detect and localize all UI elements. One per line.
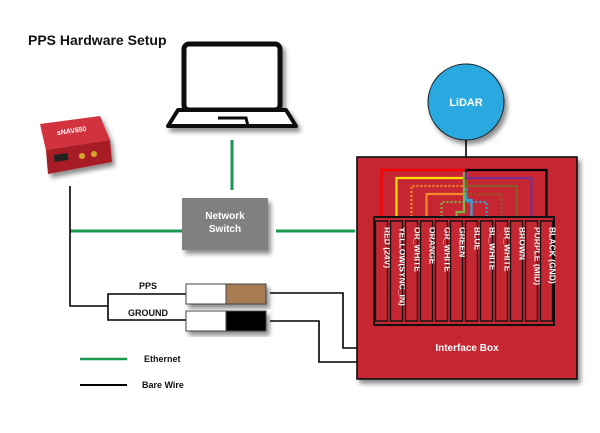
pin-label: BLUE xyxy=(473,227,483,250)
legend-bare-wire-label: Bare Wire xyxy=(142,380,184,390)
pin-slot xyxy=(404,220,419,322)
pin-label: BL_WHITE xyxy=(488,227,498,271)
pin-label: RED (24V) xyxy=(383,227,393,268)
pin-slot xyxy=(539,220,554,322)
connector-label-ground: GROUND xyxy=(128,308,168,318)
connector-label-pps: PPS xyxy=(139,281,157,291)
wire-ground-branch xyxy=(107,306,186,321)
interface-box-label: Interface Box xyxy=(435,343,499,354)
ground-connector-white xyxy=(185,310,227,332)
laptop-icon xyxy=(166,41,298,128)
pps-connector-white xyxy=(185,283,227,305)
ethernet-links xyxy=(70,140,355,233)
pin-label: GR_WHITE xyxy=(443,227,453,272)
pin-slot xyxy=(419,220,434,322)
gnss-body-front xyxy=(46,140,112,174)
connectors: PPS GROUND xyxy=(128,281,267,332)
pps-connector[interactable] xyxy=(185,283,267,305)
lidar-sensor[interactable]: LiDAR xyxy=(427,63,505,141)
switch-label-line2: Switch xyxy=(209,224,241,235)
pin-label: BLACK (GND) xyxy=(548,227,558,284)
lidar-wire xyxy=(464,172,533,217)
wire-pps-branch xyxy=(107,293,186,306)
pps-connector-color xyxy=(225,283,267,305)
legend: Ethernet Bare Wire xyxy=(80,354,184,390)
pin-slot xyxy=(509,220,524,322)
lidar-wire xyxy=(455,172,466,217)
pin-slot xyxy=(494,220,509,322)
pin-slot xyxy=(434,220,449,322)
wire-gnss-trunk xyxy=(69,186,108,307)
gnss-port xyxy=(53,153,69,162)
lidar-wire-bundle xyxy=(380,168,548,217)
gnss-device: sNAV650 xyxy=(40,116,112,174)
lidar-label: LiDAR xyxy=(449,97,483,109)
lidar-wire xyxy=(464,168,548,217)
pin-slot xyxy=(389,220,404,322)
pin-slot xyxy=(524,220,539,322)
switch-body xyxy=(182,198,268,250)
pin-terminal-block: RED (24V) YELLOW(SYNC_IN) OR_WHITE ORANGE GR… xyxy=(373,216,558,326)
ground-connector-color xyxy=(225,310,267,332)
pin-label: PURPLE (MID) xyxy=(533,227,543,285)
network-switch[interactable]: Network Switch xyxy=(182,198,268,250)
switch-label-line1: Network xyxy=(205,211,245,222)
diagram-title: PPS Hardware Setup xyxy=(28,32,167,48)
pin-slot xyxy=(479,220,494,322)
pin-slot xyxy=(374,220,389,322)
pin-label: OR_WHITE xyxy=(413,227,423,272)
pin-slot xyxy=(449,220,464,322)
ground-connector[interactable] xyxy=(185,310,267,332)
gnss-body-top xyxy=(40,116,110,150)
pin-label: BR_WHITE xyxy=(503,227,513,272)
pin-label: YELLOW(SYNC_IN) xyxy=(398,227,408,306)
pin-label: GREEN xyxy=(458,227,468,257)
pin-label: BROWN xyxy=(518,227,528,260)
interface-box[interactable]: RED (24V) YELLOW(SYNC_IN) OR_WHITE ORANGE GR… xyxy=(356,156,578,380)
pin-label: ORANGE xyxy=(428,227,438,265)
legend-ethernet-label: Ethernet xyxy=(144,354,181,364)
gnss-antenna-port-1 xyxy=(79,153,85,159)
laptop-screen xyxy=(181,41,283,113)
gnss-antenna-port-2 xyxy=(91,151,97,157)
gnss-label: sNAV650 xyxy=(57,126,88,137)
pin-block-frame xyxy=(373,216,555,326)
laptop-touchpad xyxy=(216,116,250,128)
lidar-wire xyxy=(464,172,488,217)
pin-slot xyxy=(464,220,479,322)
